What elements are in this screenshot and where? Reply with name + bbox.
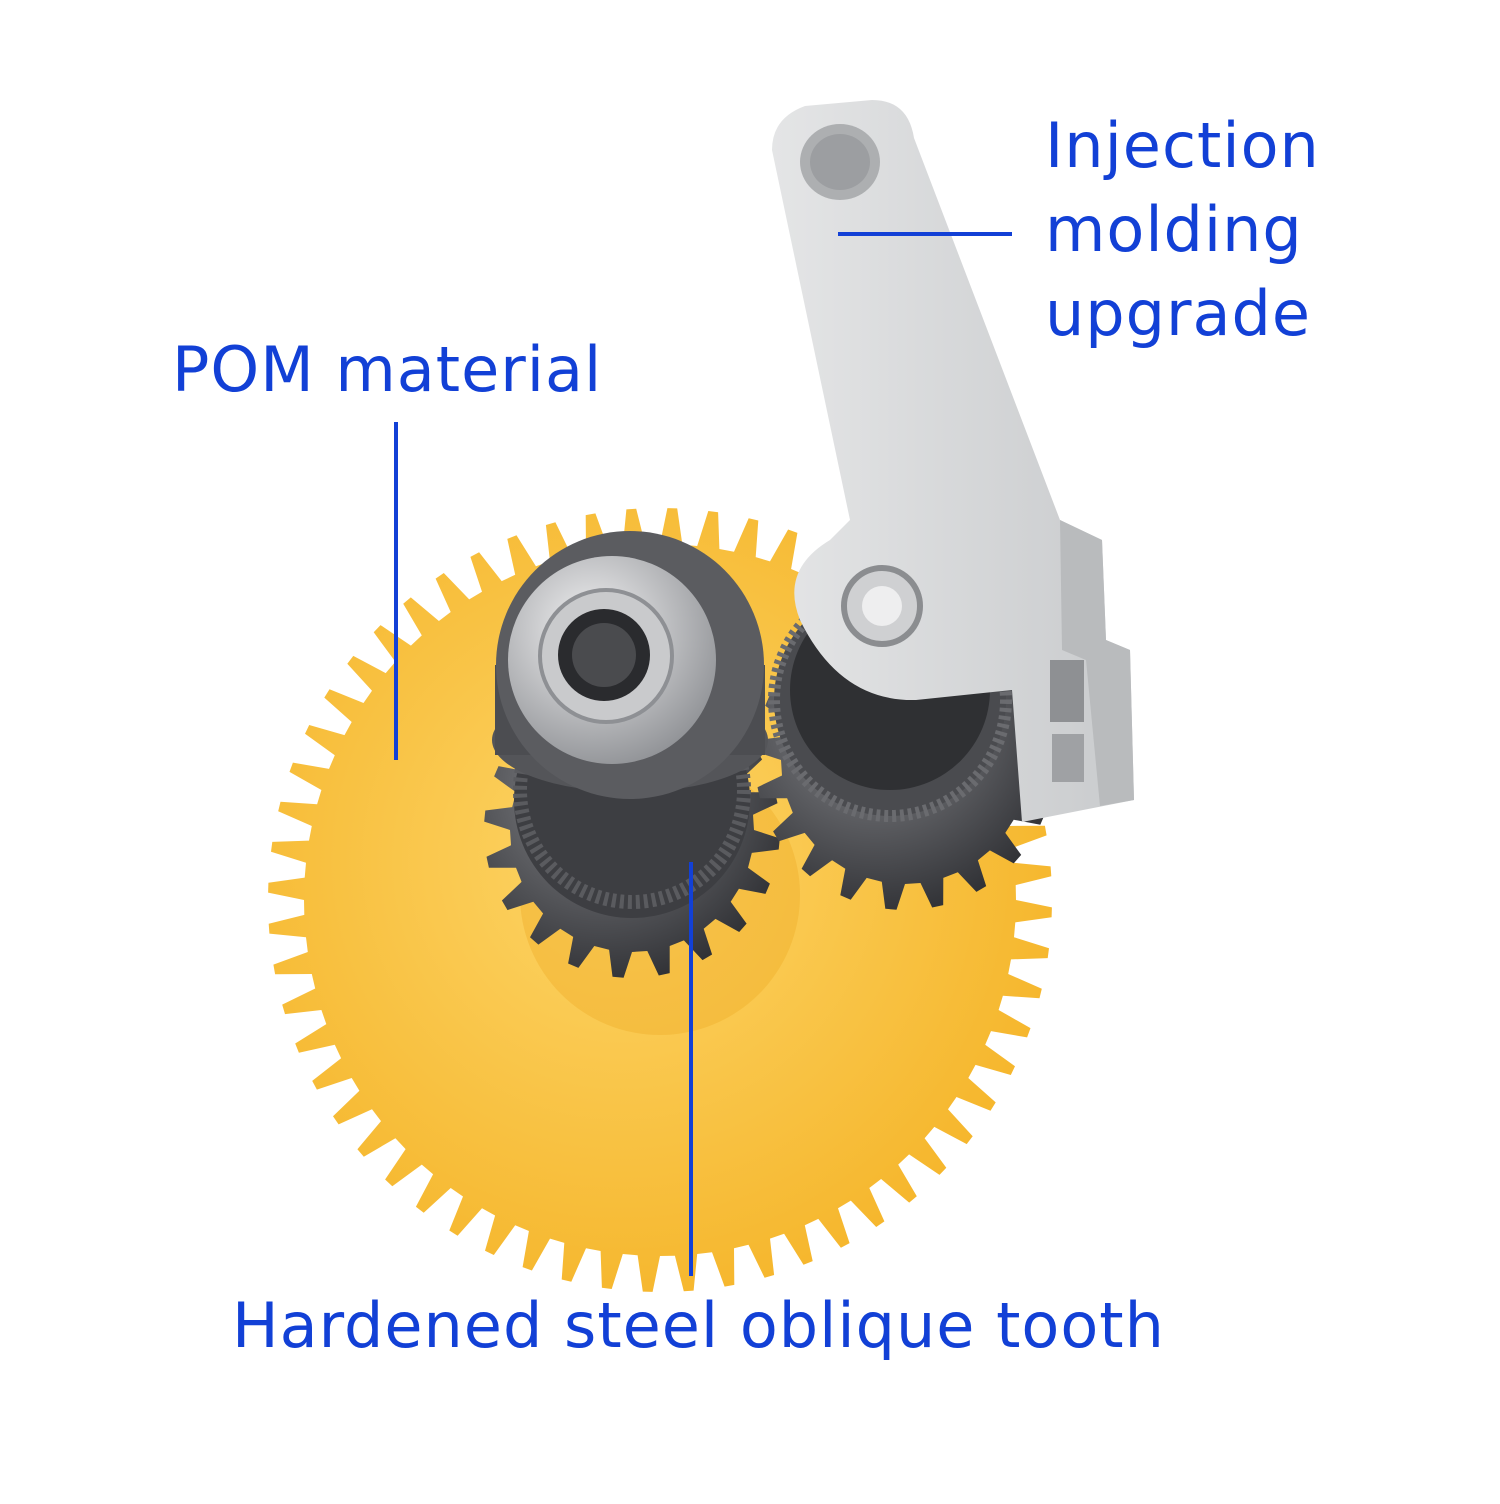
lever-mount-hole-inner: [810, 134, 870, 190]
hardened-steel-label: Hardened steel oblique tooth: [232, 1284, 1165, 1368]
injection-molding-label: Injection molding upgrade: [1045, 104, 1320, 356]
pivot-screw-head: [862, 586, 902, 626]
injection-label-line-1: Injection: [1045, 109, 1320, 182]
steel-leader-line: [689, 862, 693, 1276]
ball-bearing: [492, 531, 768, 799]
lever-slot-top: [1050, 660, 1084, 722]
injection-label-line-2: molding: [1045, 193, 1303, 266]
tension-lever: [772, 100, 1134, 822]
injection-label-line-3: upgrade: [1045, 277, 1311, 350]
bearing-bore: [572, 623, 636, 687]
pom-label-text: POM material: [172, 333, 603, 406]
lever-slot-bottom: [1052, 734, 1084, 782]
pom-leader-line: [394, 422, 398, 760]
pom-material-label: POM material: [172, 328, 602, 412]
knurled-ring: [513, 671, 751, 909]
lever-side-shade: [1060, 520, 1134, 806]
injection-leader-line: [838, 232, 1012, 236]
steel-label-text: Hardened steel oblique tooth: [232, 1289, 1165, 1362]
